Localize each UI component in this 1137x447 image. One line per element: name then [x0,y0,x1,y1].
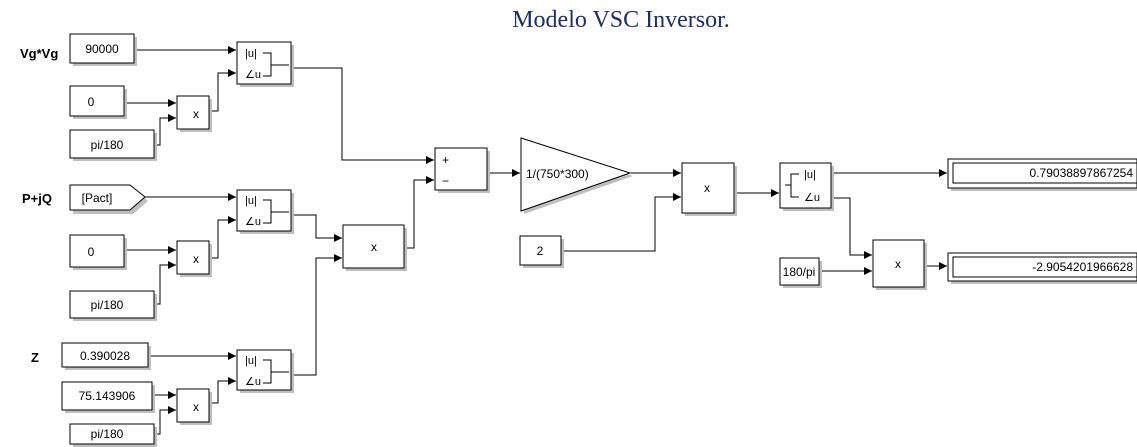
svg-text:|u|: |u| [245,48,257,60]
polar-to-complex-block-vg[interactable]: |u| ∠u [236,41,294,87]
label-pjq: P+jQ [22,191,52,206]
constant-block-z-mag[interactable]: 0.390028 [61,342,151,370]
svg-text:∠u: ∠u [245,69,261,81]
svg-text:x: x [193,252,199,266]
svg-text:∠u: ∠u [245,376,261,388]
constant-block-vg[interactable]: 90000 [69,33,137,66]
constant-block-vg-angle[interactable]: 0 [69,85,127,119]
svg-text:x: x [704,181,710,195]
svg-text:−: − [442,174,449,188]
svg-text:pi/180: pi/180 [91,298,124,312]
product-block-z[interactable]: x [176,388,212,425]
product-block-vg[interactable]: x [176,95,212,132]
polar-to-complex-block-pjq[interactable]: |u| ∠u [236,189,294,234]
gain-block[interactable]: 1/(750*300) [520,137,633,214]
svg-text:0: 0 [88,245,95,259]
polar-to-complex-block-z[interactable]: |u| ∠u [236,349,294,393]
constant-block-pjq-deg[interactable]: pi/180 [69,290,157,321]
svg-text:1/(750*300): 1/(750*300) [526,167,589,181]
svg-text:∠u: ∠u [245,216,261,228]
svg-text:|u|: |u| [804,169,816,181]
svg-text:x: x [371,240,377,254]
constant-block-vg-deg[interactable]: pi/180 [69,129,157,161]
constant-block-pjq-angle[interactable]: 0 [69,234,127,270]
label-z: Z [31,350,39,365]
svg-text:2: 2 [537,244,544,258]
diagram-title: Modelo VSC Inversor. [512,7,730,33]
svg-text:pi/180: pi/180 [91,138,124,152]
complex-to-polar-block[interactable]: |u| ∠u [779,162,834,211]
product-block-right[interactable]: x [681,162,737,216]
sum-block[interactable]: + − [434,147,490,193]
svg-text:|u|: |u| [245,195,257,207]
svg-text:180/pi: 180/pi [783,265,816,279]
svg-text:x: x [193,107,199,121]
svg-text:x: x [895,257,901,271]
svg-text:90000: 90000 [85,42,119,56]
svg-text:0: 0 [88,95,95,109]
svg-text:0.390028: 0.390028 [80,349,130,363]
constant-block-two[interactable]: 2 [519,235,564,268]
svg-text:∠u: ∠u [804,192,820,204]
svg-text:75.143906: 75.143906 [79,389,136,403]
constant-block-z-angle[interactable]: 75.143906 [61,381,155,413]
constant-block-rad2deg[interactable]: 180/pi [779,257,822,288]
label-vg: Vg*Vg [20,46,58,61]
product-block-middle[interactable]: x [342,224,407,271]
svg-text:|u|: |u| [245,355,257,367]
display-angle: -2.9054201966628 [947,252,1137,284]
goto-tag-pact[interactable]: [Pact] [69,184,148,214]
product-block-pjq[interactable]: x [176,240,212,277]
svg-text:-2.9054201966628: -2.9054201966628 [1032,260,1133,274]
svg-text:+: + [442,153,449,167]
signal-lines [125,46,947,435]
svg-text:x: x [193,400,199,414]
svg-text:pi/180: pi/180 [91,427,124,441]
display-magnitude: 0.79038897867254 [947,158,1137,191]
svg-text:0.79038897867254: 0.79038897867254 [1030,166,1134,180]
svg-text:[Pact]: [Pact] [82,191,113,205]
product-block-angle[interactable]: x [872,239,927,290]
constant-block-z-deg[interactable]: pi/180 [69,423,157,447]
